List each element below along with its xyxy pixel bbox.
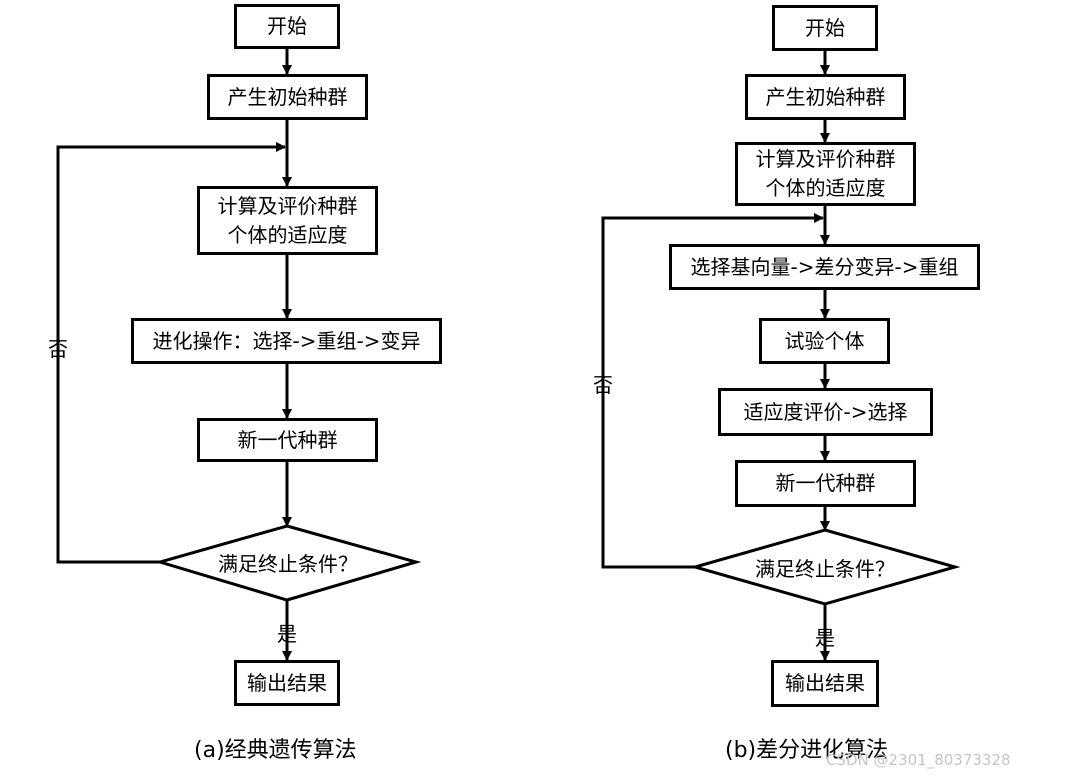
a-condition-text: 满足终止条件？ [218,551,358,576]
b-caption: (b)差分进化算法 [725,738,889,763]
a-newgen-node: 新一代种群 [197,418,378,462]
b-start-node: 开始 [772,5,878,51]
a-loop-no [56,142,286,564]
b-no-label: 否 [593,373,613,397]
csdn-watermark: CSDN @2301_80373328 [826,751,1011,769]
b-init-pop-node: 产生初始种群 [745,74,906,120]
a-evaluate-node: 计算及评价种群 个体的适应度 [197,186,378,255]
b-select-mutate-node: 选择基向量->差分变异->重组 [669,244,980,290]
b-loop-no [601,213,824,569]
a-init-pop-node: 产生初始种群 [207,74,368,120]
b-trial-node: 试验个体 [759,318,890,364]
a-yes-label: 是 [277,622,297,646]
a-output-node: 输出结果 [234,660,340,706]
a-no-label: 否 [48,337,68,361]
b-evaluate-node: 计算及评价种群 个体的适应度 [735,142,916,206]
b-output-node: 输出结果 [771,660,879,707]
b-fitness-select-node: 适应度评价->选择 [718,388,933,436]
a-caption: (a)经典遗传算法 [194,738,357,763]
b-yes-label: 是 [815,626,835,650]
a-start-node: 开始 [234,4,340,49]
a-evolve-node: 进化操作：选择->重组->变异 [131,318,442,364]
a-condition-diamond [154,524,422,602]
b-condition-diamond [689,528,961,606]
b-condition-text: 满足终止条件？ [755,556,895,581]
b-newgen-node: 新一代种群 [735,460,916,507]
